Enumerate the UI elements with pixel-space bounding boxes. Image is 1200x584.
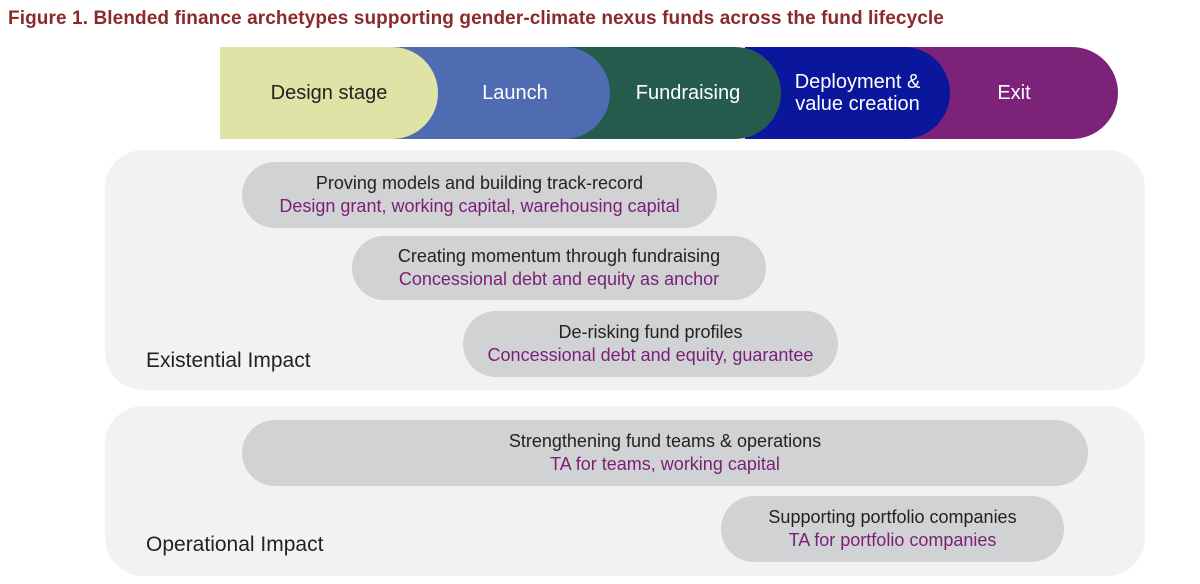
archetype-instruments: TA for teams, working capital bbox=[550, 454, 780, 474]
archetype-instruments: TA for portfolio companies bbox=[788, 530, 997, 550]
stage-label-line2: value creation bbox=[795, 93, 920, 115]
stage-design: Design stage bbox=[220, 47, 438, 139]
archetype-strengthening-teams: Strengthening fund teams & operations TA… bbox=[242, 420, 1088, 486]
archetype-instruments: Design grant, working capital, warehousi… bbox=[279, 196, 680, 216]
archetype-heading: Supporting portfolio companies bbox=[768, 507, 1017, 527]
archetype-heading: Creating momentum through fundraising bbox=[397, 246, 721, 266]
archetype-heading: De-risking fund profiles bbox=[558, 322, 743, 342]
archetype-proving-models: Proving models and building track-record… bbox=[242, 162, 717, 228]
stage-label: Design stage bbox=[270, 82, 388, 104]
existential-impact-label: Existential Impact bbox=[146, 349, 311, 372]
archetype-instruments: Concessional debt and equity, guarantee bbox=[487, 345, 814, 365]
stage-label: Deployment & value creation bbox=[795, 71, 921, 115]
figure-title: Figure 1. Blended finance archetypes sup… bbox=[8, 8, 944, 29]
archetype-instruments: Concessional debt and equity as anchor bbox=[398, 269, 720, 289]
stage-label: Exit bbox=[997, 82, 1031, 104]
stage-label: Launch bbox=[482, 82, 548, 104]
archetype-creating-momentum: Creating momentum through fundraising Co… bbox=[352, 236, 766, 300]
archetype-heading: Strengthening fund teams & operations bbox=[508, 431, 822, 451]
archetype-heading: Proving models and building track-record bbox=[315, 173, 644, 193]
stage-label-line1: Deployment & bbox=[794, 71, 921, 93]
operational-impact-label: Operational Impact bbox=[146, 533, 324, 556]
archetype-supporting-portfolio: Supporting portfolio companies TA for po… bbox=[721, 496, 1064, 562]
stage-label: Fundraising bbox=[635, 82, 741, 104]
archetype-de-risking: De-risking fund profiles Concessional de… bbox=[463, 311, 838, 377]
